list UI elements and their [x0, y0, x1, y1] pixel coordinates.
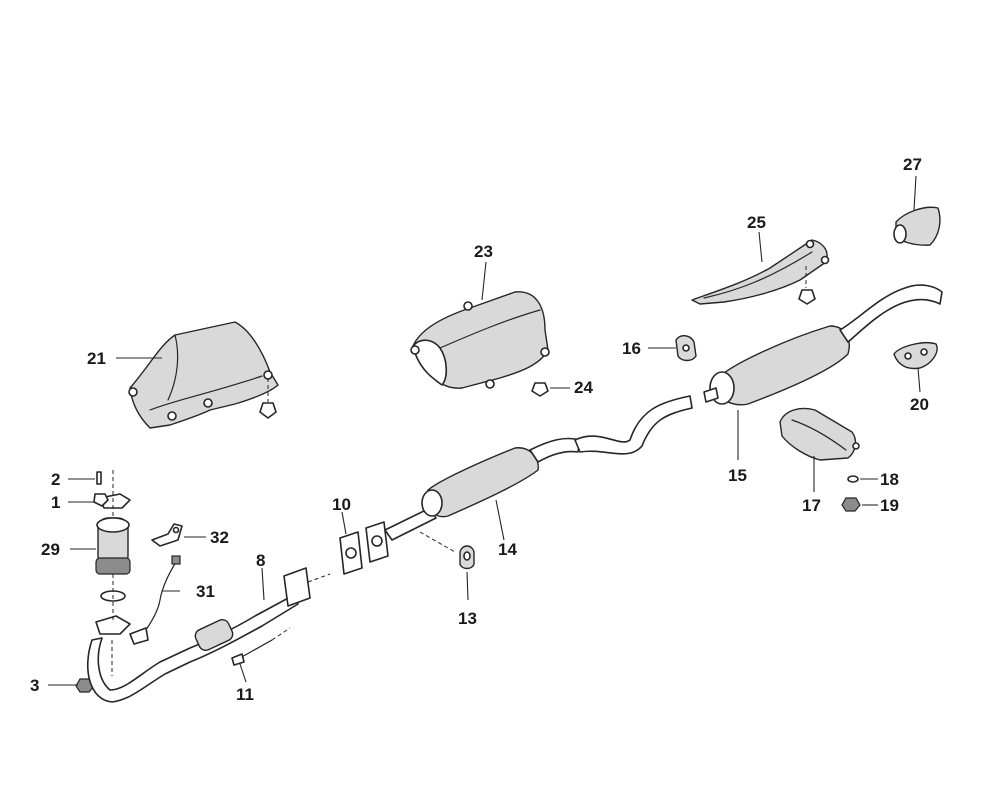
oxygen-sensor	[129, 555, 181, 645]
callout-15: 15	[728, 466, 747, 485]
callout-17: 17	[802, 496, 821, 515]
bracket	[151, 523, 183, 547]
callout-32: 32	[210, 528, 229, 547]
callout-3: 3	[30, 676, 40, 695]
callout-14: 14	[498, 540, 517, 559]
flange-gaskets	[339, 521, 389, 575]
intermediate-pipe-resonator	[384, 437, 581, 541]
callout-31: 31	[196, 582, 215, 601]
callout-23: 23	[474, 242, 493, 261]
washer-and-nut	[841, 475, 861, 512]
callout-16: 16	[622, 339, 641, 358]
connecting-pipe	[574, 395, 693, 455]
stud-and-nut	[93, 471, 109, 507]
callout-27: 27	[903, 155, 922, 174]
hanger-bracket	[675, 335, 697, 362]
callout-19: 19	[880, 496, 899, 515]
heat-shield-manifold	[128, 321, 279, 429]
callout-18: 18	[880, 470, 899, 489]
rear-muffler	[703, 284, 943, 406]
callout-2: 2	[51, 470, 61, 489]
callout-21: 21	[87, 349, 106, 368]
tail-pipe-tip	[893, 206, 941, 246]
callout-8: 8	[256, 551, 266, 570]
front-pipe	[86, 567, 331, 703]
callout-20: 20	[910, 395, 929, 414]
rubber-hanger-front	[419, 531, 475, 570]
callout-29: 29	[41, 540, 60, 559]
callout-24: 24	[574, 378, 593, 397]
callout-1: 1	[51, 493, 61, 512]
leader-lines	[48, 175, 921, 686]
callout-25: 25	[747, 213, 766, 232]
bolt	[231, 627, 291, 666]
callout-13: 13	[458, 609, 477, 628]
callout-11: 11	[236, 685, 254, 704]
heat-shield-muffler	[779, 407, 860, 461]
heat-shield-center	[410, 291, 550, 397]
callout-10: 10	[332, 495, 351, 514]
rubber-hanger-rear	[893, 342, 938, 370]
heat-shield-rear	[691, 239, 830, 305]
